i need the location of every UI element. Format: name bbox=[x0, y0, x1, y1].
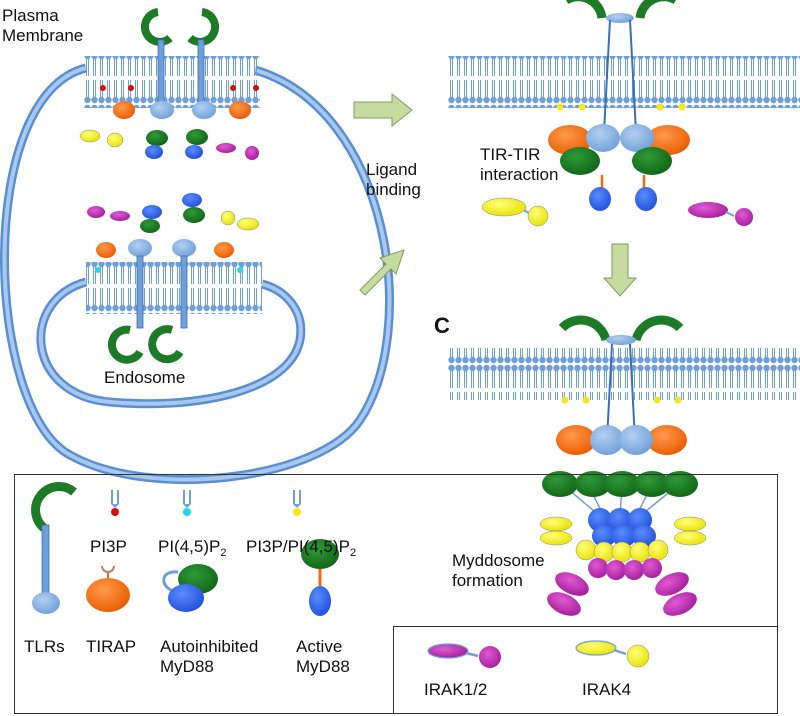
ligand-binding-label: Ligand binding bbox=[366, 160, 421, 199]
legend-autoinhibited-myd88: Autoinhibited MyD88 bbox=[160, 637, 259, 676]
panel-c bbox=[448, 315, 800, 616]
legend-frame-top bbox=[394, 474, 778, 475]
pi3p-icon bbox=[111, 490, 119, 516]
endosome-membrane bbox=[86, 262, 262, 314]
pi45p2-icon bbox=[183, 490, 191, 516]
tlr-icon bbox=[31, 482, 77, 532]
irak4-icon bbox=[575, 640, 650, 668]
legend-frame-divider bbox=[393, 626, 394, 713]
panel-b-membrane bbox=[448, 56, 800, 108]
endosome-label: Endosome bbox=[104, 368, 186, 387]
legend-icons bbox=[31, 482, 650, 668]
legend-active-myd88: Active MyD88 bbox=[296, 637, 350, 676]
tir-tir-label: TIR-TIR interaction bbox=[480, 145, 559, 184]
legend-irak4: IRAK4 bbox=[582, 680, 632, 699]
plasma-membrane bbox=[84, 56, 260, 108]
legend-pi3p: PI3P bbox=[90, 537, 127, 556]
legend-frame-right bbox=[777, 474, 778, 627]
arrow-diagonal bbox=[359, 249, 405, 296]
active-myd88-icon bbox=[301, 539, 339, 616]
legend-pi45p2: PI(4,5)P2 bbox=[158, 537, 227, 559]
combo-lipid-icon bbox=[293, 490, 301, 516]
legend-combo: PI3P/PI(4,5)P2 bbox=[246, 537, 357, 559]
panel-b bbox=[448, 0, 800, 227]
legend-tlrs: TLRs bbox=[24, 637, 65, 656]
plasma-membrane-label: Plasma Membrane bbox=[2, 6, 84, 45]
tirap-icon bbox=[86, 565, 130, 612]
arrow-down bbox=[602, 243, 638, 297]
legend-tirap: TIRAP bbox=[86, 637, 137, 656]
legend-frame-left bbox=[14, 474, 395, 714]
panel-c-membrane bbox=[448, 348, 800, 400]
irak12-icon bbox=[427, 643, 501, 668]
legend-frame-bottom-right bbox=[393, 626, 778, 714]
autoinhibited-myd88-icon bbox=[162, 564, 218, 612]
panel-c-label: C bbox=[434, 313, 450, 338]
myddosome-label: Myddosome formation bbox=[452, 551, 545, 590]
arrow-right bbox=[353, 92, 413, 128]
panel-a bbox=[0, 8, 394, 485]
legend-irak12: IRAK1/2 bbox=[424, 680, 488, 699]
